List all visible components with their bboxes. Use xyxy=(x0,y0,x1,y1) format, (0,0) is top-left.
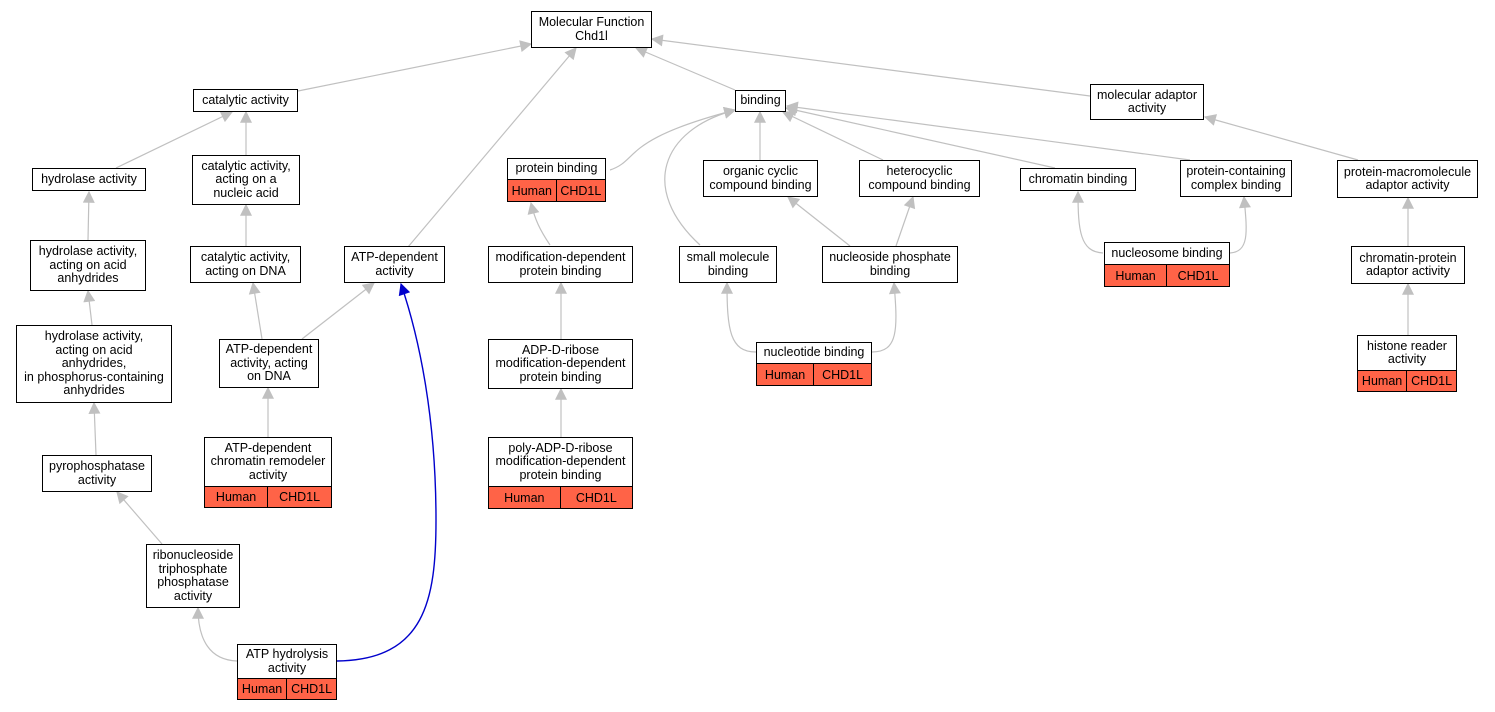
annotation-gene: CHD1L xyxy=(267,487,331,507)
node-hydrolase-activity[interactable]: hydrolase activity xyxy=(32,168,146,191)
edge-smallmol-to-binding xyxy=(664,106,737,246)
edge-atphyd-to-atpdep-highlight xyxy=(336,282,437,662)
edge-nucleotide-to-nucphos xyxy=(871,281,901,353)
edge-moddep-to-proteinbinding xyxy=(527,201,551,246)
edge-atphyd-to-ribo xyxy=(192,606,238,662)
annotation-atp-hydrolysis: Human CHD1L xyxy=(237,679,337,700)
edge-nucphos-to-heterocyclic xyxy=(895,195,916,247)
annotation-species: Human xyxy=(1361,374,1403,388)
annotation-protein-binding: Human CHD1L xyxy=(507,180,606,202)
annotation-nucleosome-binding: Human CHD1L xyxy=(1104,265,1230,287)
node-small-molecule-binding[interactable]: small molecule binding xyxy=(679,246,777,283)
node-histone-reader-activity[interactable]: histone reader activity xyxy=(1357,335,1457,371)
node-nucleotide-binding[interactable]: nucleotide binding xyxy=(756,342,872,364)
node-protein-containing-complex-binding[interactable]: protein-containing complex binding xyxy=(1180,160,1292,197)
annotation-gene: CHD1L xyxy=(813,364,871,385)
node-poly-adp-ribose-binding[interactable]: poly-ADP-D-ribose modification-dependent… xyxy=(488,437,633,487)
node-ribonucleoside-triphosphate-phosphatase[interactable]: ribonucleoside triphosphate phosphatase … xyxy=(146,544,240,608)
node-binding[interactable]: binding xyxy=(735,90,786,112)
node-atp-dependent-chromatin-remodeler[interactable]: ATP-dependent chromatin remodeler activi… xyxy=(204,437,332,487)
edge-heterocyclic-to-binding xyxy=(781,111,884,161)
edge-hydrolase-to-catalytic xyxy=(115,111,234,169)
node-atp-dependent-activity[interactable]: ATP-dependent activity xyxy=(344,246,445,283)
node-protein-macromolecule-adaptor[interactable]: protein-macromolecule adaptor activity xyxy=(1337,160,1478,198)
node-nucleoside-phosphate-binding[interactable]: nucleoside phosphate binding xyxy=(822,246,958,283)
node-molecular-function[interactable]: Molecular Function Chd1l xyxy=(531,11,652,48)
annotation-gene: CHD1L xyxy=(555,180,605,201)
node-catalytic-activity-dna[interactable]: catalytic activity, acting on DNA xyxy=(190,246,301,283)
node-heterocyclic-compound-binding[interactable]: heterocyclic compound binding xyxy=(859,160,980,197)
edge-proteinbinding-to-binding xyxy=(609,106,737,171)
edge-pyro-to-hydphos xyxy=(88,401,101,456)
annotation-species: Human xyxy=(504,490,545,505)
node-chromatin-binding[interactable]: chromatin binding xyxy=(1020,168,1136,191)
node-organic-cyclic-compound-binding[interactable]: organic cyclic compound binding xyxy=(703,160,818,197)
annotation-gene: CHD1L xyxy=(1166,265,1229,286)
node-chromatin-protein-adaptor[interactable]: chromatin-protein adaptor activity xyxy=(1351,246,1465,284)
node-hydrolase-acid-anhydrides[interactable]: hydrolase activity, acting on acid anhyd… xyxy=(30,240,146,291)
annotation-species: Human xyxy=(1115,268,1156,283)
annotation-species: Human xyxy=(764,367,806,382)
edge-ribo-to-pyro xyxy=(116,491,163,545)
node-catalytic-activity[interactable]: catalytic activity xyxy=(193,89,298,112)
edge-adaptor-to-mf xyxy=(650,34,1091,97)
edge-atpdep-to-mf xyxy=(407,47,577,248)
edge-nucphos-to-organic xyxy=(787,196,851,247)
edge-atpdna-to-atpdep xyxy=(301,282,375,340)
edge-chromatin-to-binding xyxy=(784,104,1056,169)
node-protein-binding[interactable]: protein binding xyxy=(507,158,606,180)
annotation-atp-chromatin-remodeler: Human CHD1L xyxy=(204,487,332,508)
edge-nucleotide-to-smallmol xyxy=(721,281,757,353)
node-catalytic-activity-nucleic-acid[interactable]: catalytic activity, acting on a nucleic … xyxy=(192,155,300,205)
annotation-histone-reader: Human CHD1L xyxy=(1357,371,1457,392)
annotation-species: Human xyxy=(215,490,257,504)
annotation-gene: CHD1L xyxy=(286,679,336,699)
node-pyrophosphatase-activity[interactable]: pyrophosphatase activity xyxy=(42,455,152,492)
edge-catalytic-to-mf xyxy=(297,40,533,92)
annotation-gene: CHD1L xyxy=(1406,371,1456,391)
edge-nucleosome-to-chromatin xyxy=(1072,190,1104,254)
node-modification-dependent-protein-binding[interactable]: modification-dependent protein binding xyxy=(488,246,633,283)
edge-nucleosome-to-complex xyxy=(1229,195,1251,254)
edge-atpdna-to-catdna xyxy=(248,281,263,340)
edge-complex-to-binding xyxy=(785,101,1191,161)
node-nucleosome-binding[interactable]: nucleosome binding xyxy=(1104,242,1230,265)
node-adp-ribose-binding[interactable]: ADP-D-ribose modification-dependent prot… xyxy=(488,339,633,389)
node-molecular-adaptor-activity[interactable]: molecular adaptor activity xyxy=(1090,84,1204,120)
annotation-species: Human xyxy=(511,183,552,198)
annotation-nucleotide-binding: Human CHD1L xyxy=(756,364,872,386)
edge-hydacid-to-hydrolase xyxy=(82,190,95,241)
node-atp-hydrolysis-activity[interactable]: ATP hydrolysis activity xyxy=(237,644,337,679)
edge-binding-to-mf xyxy=(634,46,736,91)
node-atp-dependent-dna[interactable]: ATP-dependent activity, acting on DNA xyxy=(219,339,319,388)
edge-hydphos-to-hydacid xyxy=(83,289,96,326)
edge-pmadaptor-to-adaptor xyxy=(1203,114,1359,161)
annotation-gene: CHD1L xyxy=(559,487,632,508)
annotation-species: Human xyxy=(241,682,283,696)
node-hydrolase-phosphorus-anhydrides[interactable]: hydrolase activity, acting on acid anhyd… xyxy=(16,325,172,403)
annotation-poly-adp-ribose: Human CHD1L xyxy=(488,487,633,509)
